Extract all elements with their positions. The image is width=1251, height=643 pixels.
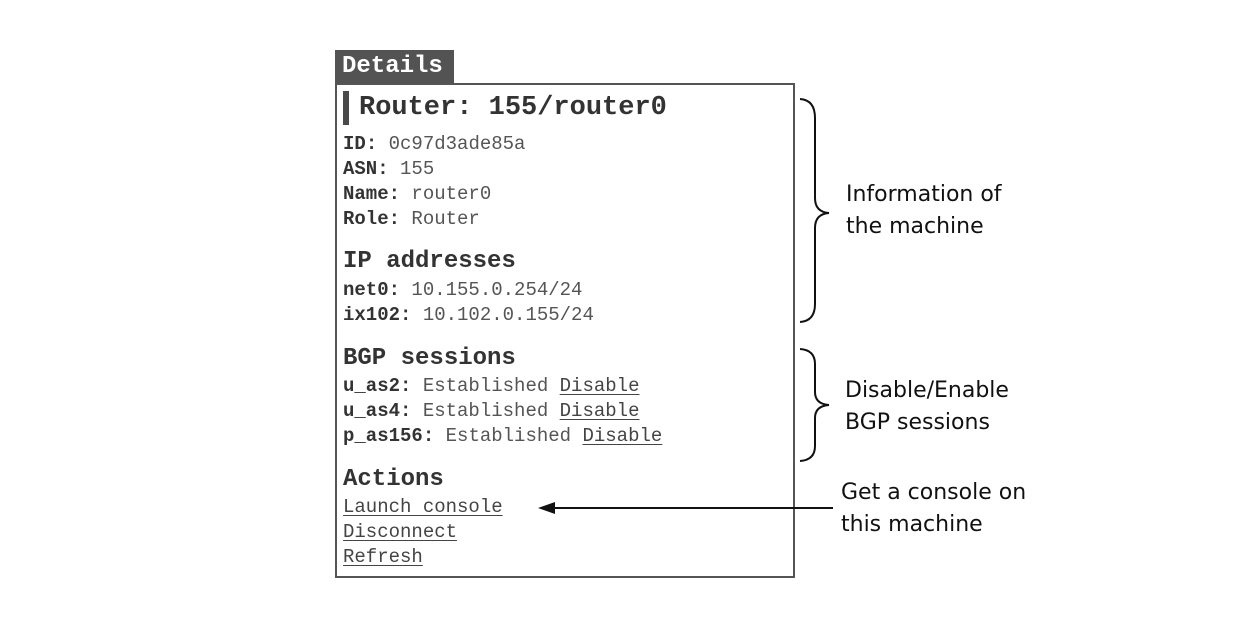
bgp-sessions-heading: BGP sessions: [343, 345, 516, 372]
ip-row-net0: net0: 10.155.0.254/24: [343, 279, 583, 301]
info-key: Name: [343, 183, 389, 205]
ip-iface: net0: [343, 279, 389, 301]
console-arrow-head: [538, 502, 555, 514]
bgp-state: Established: [422, 375, 549, 397]
action-row: Disconnect: [343, 521, 457, 543]
bgp-annotation: Disable/Enable BGP sessions: [845, 378, 1009, 435]
info-key: ID: [343, 133, 366, 155]
details-tab[interactable]: Details: [335, 50, 454, 83]
bgp-row-u_as2: u_as2: Established Disable: [343, 375, 640, 397]
actions-heading: Actions: [343, 466, 444, 493]
console-annotation: Get a console on this machine: [841, 480, 1027, 537]
bgp-brace: [799, 348, 830, 462]
info-value: 155: [400, 158, 435, 180]
info-row-name: Name: router0: [343, 183, 492, 205]
action-row: Launch console: [343, 496, 503, 518]
info-row-role: Role: Router: [343, 208, 480, 230]
ip-iface: ix102: [343, 304, 401, 326]
info-value: router0: [411, 183, 492, 205]
disable-bgp-u_as2-link[interactable]: Disable: [559, 375, 640, 397]
info-value: 0c97d3ade85a: [388, 133, 526, 155]
bgp-row-u_as4: u_as4: Established Disable: [343, 400, 640, 422]
bgp-row-p_as156: p_as156: Established Disable: [343, 425, 663, 447]
page-title: Router: 155/router0: [343, 91, 667, 125]
ip-addresses-heading: IP addresses: [343, 248, 516, 275]
bgp-state: Established: [422, 400, 549, 422]
info-row-asn: ASN: 155: [343, 158, 435, 180]
details-panel: Router: 155/router0 ID: 0c97d3ade85a ASN…: [335, 83, 795, 578]
bgp-peer: p_as156: [343, 425, 423, 447]
ip-value: 10.102.0.155/24: [422, 304, 594, 326]
ip-value: 10.155.0.254/24: [411, 279, 583, 301]
bgp-peer: u_as2: [343, 375, 401, 397]
disable-bgp-u_as4-link[interactable]: Disable: [559, 400, 640, 422]
action-row: Refresh: [343, 546, 423, 568]
bgp-peer: u_as4: [343, 400, 401, 422]
disable-bgp-p_as156-link[interactable]: Disable: [582, 425, 663, 447]
disconnect-link[interactable]: Disconnect: [343, 521, 458, 543]
ip-row-ix102: ix102: 10.102.0.155/24: [343, 304, 594, 326]
bgp-state: Established: [445, 425, 572, 447]
info-key: ASN: [343, 158, 378, 180]
info-value: Router: [411, 208, 480, 230]
refresh-link[interactable]: Refresh: [343, 546, 423, 568]
info-brace: [799, 98, 830, 323]
info-annotation: Information of the machine: [846, 182, 1002, 239]
info-key: Role: [343, 208, 389, 230]
info-row-id: ID: 0c97d3ade85a: [343, 133, 526, 155]
launch-console-link[interactable]: Launch console: [343, 496, 503, 518]
